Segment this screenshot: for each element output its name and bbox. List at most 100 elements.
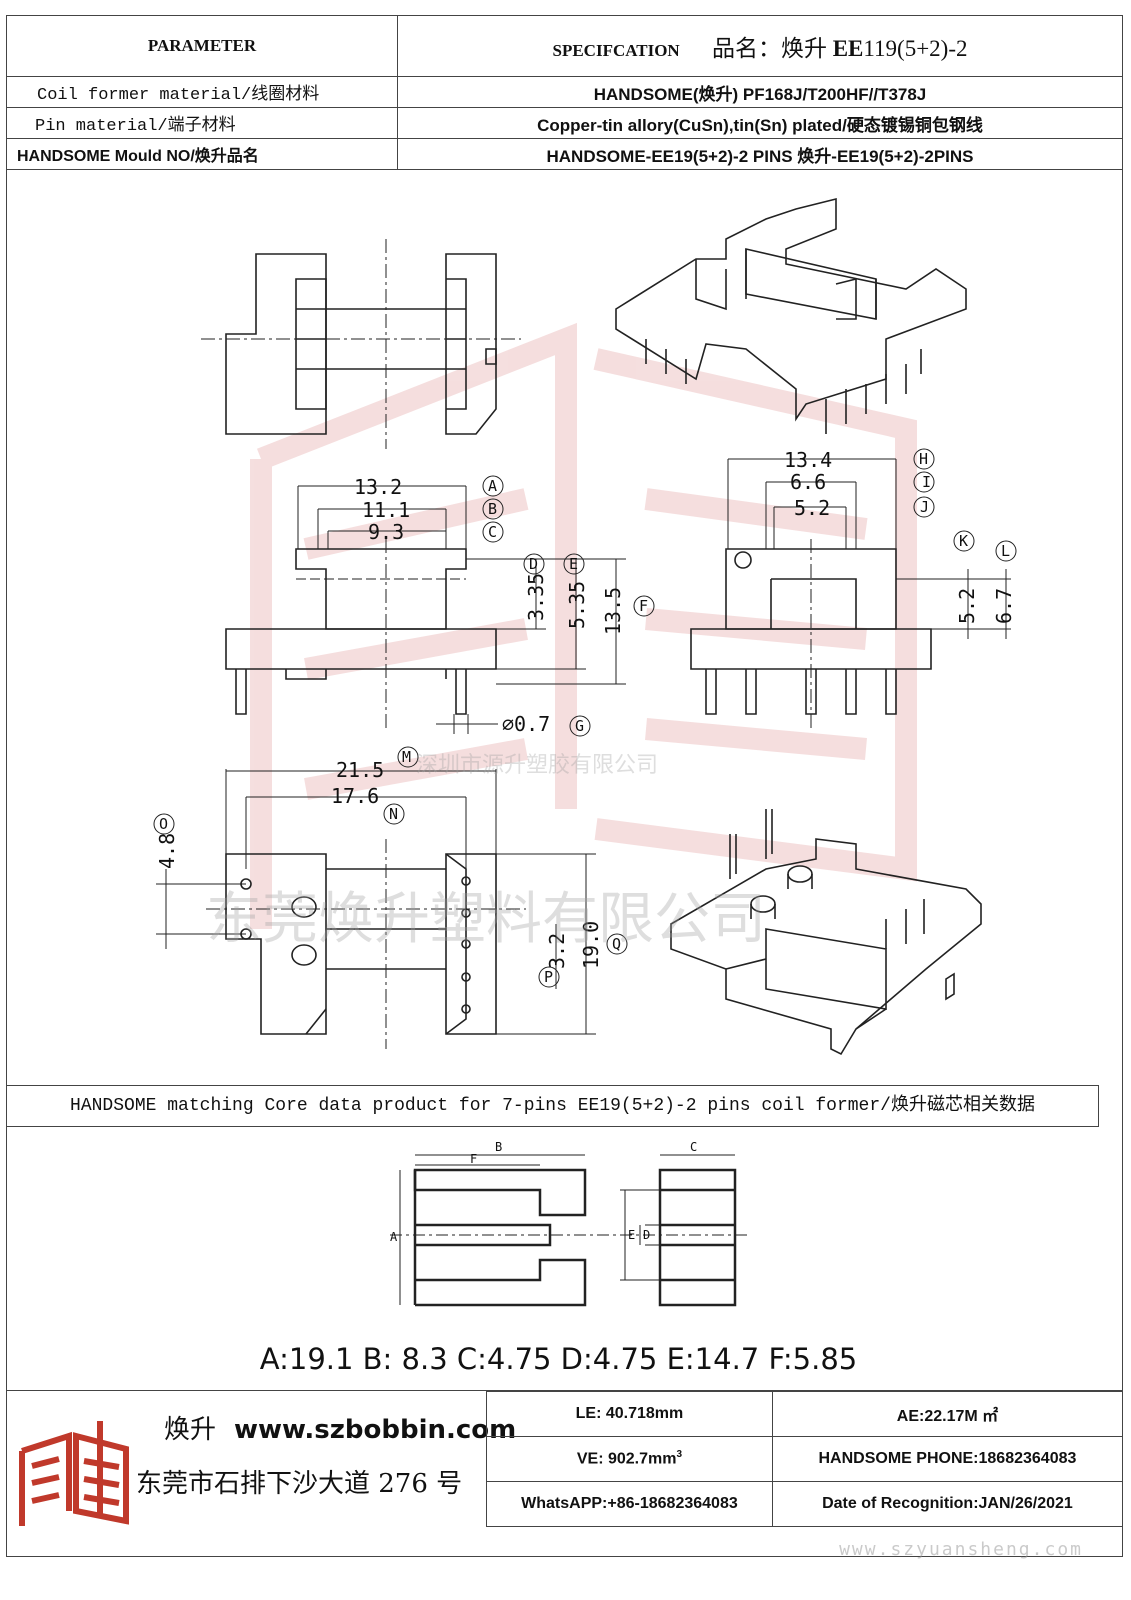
- callout-b: B: [482, 498, 504, 520]
- svg-text:B: B: [488, 500, 497, 518]
- isometric-bottom-drawing: [670, 809, 982, 1056]
- dim-j-text: 5.2: [794, 496, 830, 520]
- callout-m: M: [397, 746, 419, 768]
- svg-text:K: K: [959, 532, 968, 550]
- brand-line: 焕升 www.szbobbin.com: [164, 1409, 516, 1446]
- dim-i-text: 6.6: [790, 470, 826, 494]
- dim-a-text: 13.2: [354, 475, 402, 499]
- dim-l-text: 6.7: [992, 588, 1016, 624]
- callout-g: G: [569, 715, 591, 737]
- dim-q-text: 19.0: [579, 921, 603, 969]
- specification-heading: SPECIFCATION 品名：焕升 EE119(5+2)-2: [397, 15, 1123, 77]
- core-data-values: A:19.1 B: 8.3 C:4.75 D:4.75 E:14.7 F:5.8…: [259, 1342, 858, 1376]
- ae-value: AE:22.17M ㎡: [771, 1391, 1124, 1437]
- callout-q: Q: [606, 933, 628, 955]
- watermark-company-2: 东莞焕升塑料有限公司: [206, 887, 766, 952]
- front-view-drawing: [225, 485, 626, 734]
- handsome-logo: [19, 1421, 129, 1526]
- company-address: 东莞市石排下沙大道 276 号: [136, 1469, 463, 1499]
- brand-name: 焕升: [164, 1415, 217, 1445]
- svg-text:M: M: [402, 748, 411, 766]
- url-watermark: www.szyuansheng.com: [839, 1539, 1083, 1560]
- bobbin-drawings-svg: 13.2 11.1 9.3 13.4 6.6 5.2 21.5 17.6 ⌀0.…: [153, 197, 1017, 1056]
- recognition-date: Date of Recognition:JAN/26/2021: [771, 1481, 1124, 1527]
- whatsapp-value: WhatsAPP:+86-18682364083: [486, 1481, 773, 1527]
- dim-b-text: 11.1: [362, 498, 410, 522]
- callout-n: N: [383, 803, 405, 825]
- svg-text:F: F: [639, 597, 648, 615]
- watermark-company-1: 深圳市源升塑胶有限公司: [416, 753, 659, 778]
- core-label-c: C: [690, 1140, 697, 1154]
- callout-c: C: [482, 521, 504, 543]
- side-view-drawing: [690, 458, 1011, 729]
- mould-no-label: HANDSOME Mould NO/焕升品名: [6, 138, 398, 170]
- pin-material-label: Pin material/端子材料: [6, 107, 398, 139]
- core-label-e: E: [628, 1228, 635, 1242]
- dim-d-text: 3.35: [524, 573, 548, 621]
- ve-value: VE: 902.7mm: [576, 1450, 677, 1468]
- document-border: [6, 15, 1123, 1557]
- svg-text:N: N: [389, 805, 398, 823]
- callout-h: H: [913, 448, 935, 470]
- svg-text:D: D: [529, 555, 538, 573]
- svg-text:O: O: [159, 815, 168, 833]
- dimension-labels: 13.2 11.1 9.3 13.4 6.6 5.2 21.5 17.6 ⌀0.…: [155, 448, 1016, 969]
- isometric-top-drawing: [615, 197, 967, 434]
- svg-text:G: G: [575, 717, 584, 735]
- dim-h-text: 13.4: [784, 448, 832, 472]
- dim-f-text: 13.5: [601, 587, 625, 635]
- ve-superscript: 3: [676, 1449, 683, 1461]
- ve-cell: VE: 902.7mm3: [486, 1436, 773, 1482]
- top-view-drawing: [201, 239, 521, 449]
- logo-watermark: [250, 322, 917, 929]
- callout-a: A: [482, 475, 504, 497]
- core-label-f: F: [470, 1152, 477, 1166]
- core-label-b: B: [495, 1140, 502, 1154]
- svg-text:E: E: [569, 555, 578, 573]
- core-label-d: D: [643, 1228, 650, 1242]
- svg-text:I: I: [922, 473, 931, 491]
- le-value: LE: 40.718mm: [486, 1391, 773, 1437]
- callout-d: D: [523, 553, 545, 575]
- dim-g-text: ⌀0.7: [502, 712, 550, 736]
- callout-i: I: [913, 471, 935, 493]
- parameter-heading: PARAMETER: [6, 15, 398, 77]
- callout-e: E: [563, 553, 585, 575]
- svg-text:C: C: [488, 523, 497, 541]
- svg-text:J: J: [920, 498, 929, 516]
- specification-label: SPECIFCATION: [552, 41, 680, 60]
- dim-e-text: 5.35: [565, 581, 589, 629]
- matching-core-caption: HANDSOME matching Core data product for …: [6, 1085, 1099, 1127]
- coil-former-material-value: HANDSOME(焕升) PF168J/T200HF//T378J: [397, 76, 1123, 108]
- website-link[interactable]: www.szbobbin.com: [234, 1415, 517, 1445]
- footer: 焕升 www.szbobbin.com 东莞市石排下沙大道 276 号 LE: 4…: [6, 1390, 1124, 1560]
- spec-header-table: PARAMETER SPECIFCATION 品名：焕升 EE119(5+2)-…: [6, 15, 1123, 170]
- dim-n-text: 17.6: [331, 784, 379, 808]
- svg-text:A: A: [488, 477, 497, 495]
- dim-m-text: 21.5: [336, 758, 384, 782]
- callout-k: K: [953, 530, 975, 552]
- core-svg: A B F C E D: [390, 1140, 750, 1307]
- callout-f: F: [633, 595, 655, 617]
- svg-text:H: H: [919, 450, 928, 468]
- core-label-a: A: [390, 1230, 398, 1244]
- dim-o-text: 4.8: [155, 833, 179, 869]
- dim-k-text: 5.2: [955, 588, 979, 624]
- product-name-code: 119(5+2)-2: [863, 36, 968, 61]
- product-name-label: 品名：焕升: [711, 36, 827, 61]
- core-diagram: A B F C E D: [370, 1135, 770, 1335]
- mould-no-value: HANDSOME-EE19(5+2)-2 PINS 焕升-EE19(5+2)-2…: [397, 138, 1123, 170]
- magnetic-data-table: LE: 40.718mm AE:22.17M ㎡ VE: 902.7mm3 HA…: [486, 1391, 1124, 1527]
- svg-text:Q: Q: [612, 935, 621, 953]
- pin-material-value: Copper-tin allory(CuSn),tin(Sn) plated/硬…: [397, 107, 1123, 139]
- callout-j: J: [913, 496, 935, 518]
- dim-p-text: 3.2: [545, 933, 569, 969]
- bottom-view-drawing: [156, 769, 596, 1049]
- svg-text:P: P: [544, 968, 553, 986]
- product-name-prefix: EE: [832, 36, 864, 61]
- callout-o: O: [153, 813, 175, 835]
- dim-c-text: 9.3: [368, 520, 404, 544]
- technical-drawing: 13.2 11.1 9.3 13.4 6.6 5.2 21.5 17.6 ⌀0.…: [6, 169, 1123, 1084]
- callouts: A B C D E F G H I J K L M N O P Q: [153, 448, 1017, 988]
- svg-text:L: L: [1001, 542, 1010, 560]
